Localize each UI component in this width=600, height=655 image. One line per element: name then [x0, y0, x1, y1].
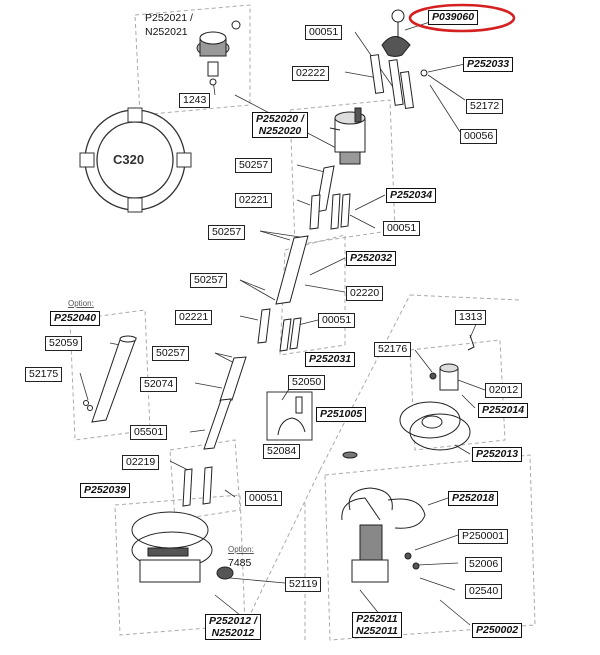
label-p252032[interactable]: P252032: [346, 251, 397, 266]
label-p252034[interactable]: P252034: [386, 188, 437, 203]
c320-label: C320: [113, 152, 145, 167]
label-50257-b[interactable]: 50257: [208, 225, 246, 240]
label-p252020-line1: P252020 /: [256, 113, 304, 125]
label-50257-c[interactable]: 50257: [190, 273, 228, 288]
label-p252011-line1: P252011: [356, 613, 398, 625]
c320-ring: [79, 107, 192, 213]
label-00051-c[interactable]: 00051: [318, 313, 356, 328]
label-p252040[interactable]: P252040: [50, 311, 101, 326]
pin-1313: [467, 334, 475, 351]
label-p252033[interactable]: P252033: [463, 57, 514, 72]
label-02220[interactable]: 02220: [346, 286, 384, 301]
label-52084[interactable]: 52084: [263, 444, 301, 459]
label-p250002[interactable]: P250002: [472, 623, 523, 638]
label-02012[interactable]: 02012: [485, 383, 523, 398]
label-n252011-line2: N252011: [356, 625, 398, 637]
gearbox-head-part: [329, 107, 366, 165]
option-tube-part: [83, 335, 137, 423]
coupling-part: [196, 20, 241, 86]
label-p252014[interactable]: P252014: [478, 403, 529, 418]
coupler-part: [429, 363, 459, 391]
label-p252013[interactable]: P252013: [472, 447, 523, 462]
label-1243[interactable]: 1243: [179, 93, 211, 108]
label-02221-a[interactable]: 02221: [235, 193, 273, 208]
label-p252012-line1: P252012 /: [209, 615, 257, 627]
label-02221-b[interactable]: 02221: [175, 310, 213, 325]
label-50257-a[interactable]: 50257: [235, 158, 273, 173]
label-p252039[interactable]: P252039: [80, 483, 131, 498]
option-note-b: Option:: [228, 545, 254, 554]
label-52006[interactable]: 52006: [465, 557, 503, 572]
label-52172[interactable]: 52172: [466, 99, 504, 114]
label-00056[interactable]: 00056: [460, 129, 498, 144]
label-00051-a[interactable]: 00051: [305, 25, 343, 40]
base-part: [131, 511, 234, 583]
label-50257-d[interactable]: 50257: [152, 346, 190, 361]
label-p250001[interactable]: P250001: [458, 529, 509, 544]
option-note-a: Option:: [68, 299, 94, 308]
shaft-segments: [182, 165, 351, 507]
label-p252020[interactable]: P252020 / N252020: [252, 112, 308, 138]
label-p039060[interactable]: P039060: [428, 10, 479, 25]
pin-parts-top: [369, 54, 428, 109]
label-00051-b[interactable]: 00051: [383, 221, 421, 236]
label-52059[interactable]: 52059: [45, 336, 83, 351]
handle-knob-part: [381, 9, 411, 57]
highlight-ellipse: [408, 3, 516, 33]
label-00051-d[interactable]: 00051: [245, 491, 283, 506]
label-02540[interactable]: 02540: [465, 584, 503, 599]
label-52050[interactable]: 52050: [288, 375, 326, 390]
label-p252031[interactable]: P252031: [305, 352, 356, 367]
tripod-head-part: [341, 487, 426, 583]
label-n252012-line2: N252012: [211, 627, 255, 639]
label-p252021[interactable]: P252021 /: [145, 12, 193, 24]
label-1313[interactable]: 1313: [455, 310, 487, 325]
label-7485[interactable]: 7485: [228, 557, 252, 569]
label-52175[interactable]: 52175: [25, 367, 63, 382]
label-02219[interactable]: 02219: [122, 455, 160, 470]
label-p252011[interactable]: P252011 N252011: [352, 612, 402, 638]
spool-part: [342, 401, 471, 459]
label-52119[interactable]: 52119: [285, 577, 322, 592]
label-p252018[interactable]: P252018: [448, 491, 499, 506]
label-n252021[interactable]: N252021: [145, 26, 188, 38]
label-52176[interactable]: 52176: [374, 342, 412, 357]
label-02222[interactable]: 02222: [292, 66, 330, 81]
bracket-part: [266, 391, 313, 441]
label-n252020-line2: N252020: [258, 125, 302, 137]
label-p252012[interactable]: P252012 / N252012: [205, 614, 261, 640]
label-52074[interactable]: 52074: [140, 377, 178, 392]
label-p251005[interactable]: P251005: [316, 407, 367, 422]
label-05501[interactable]: 05501: [130, 425, 168, 440]
